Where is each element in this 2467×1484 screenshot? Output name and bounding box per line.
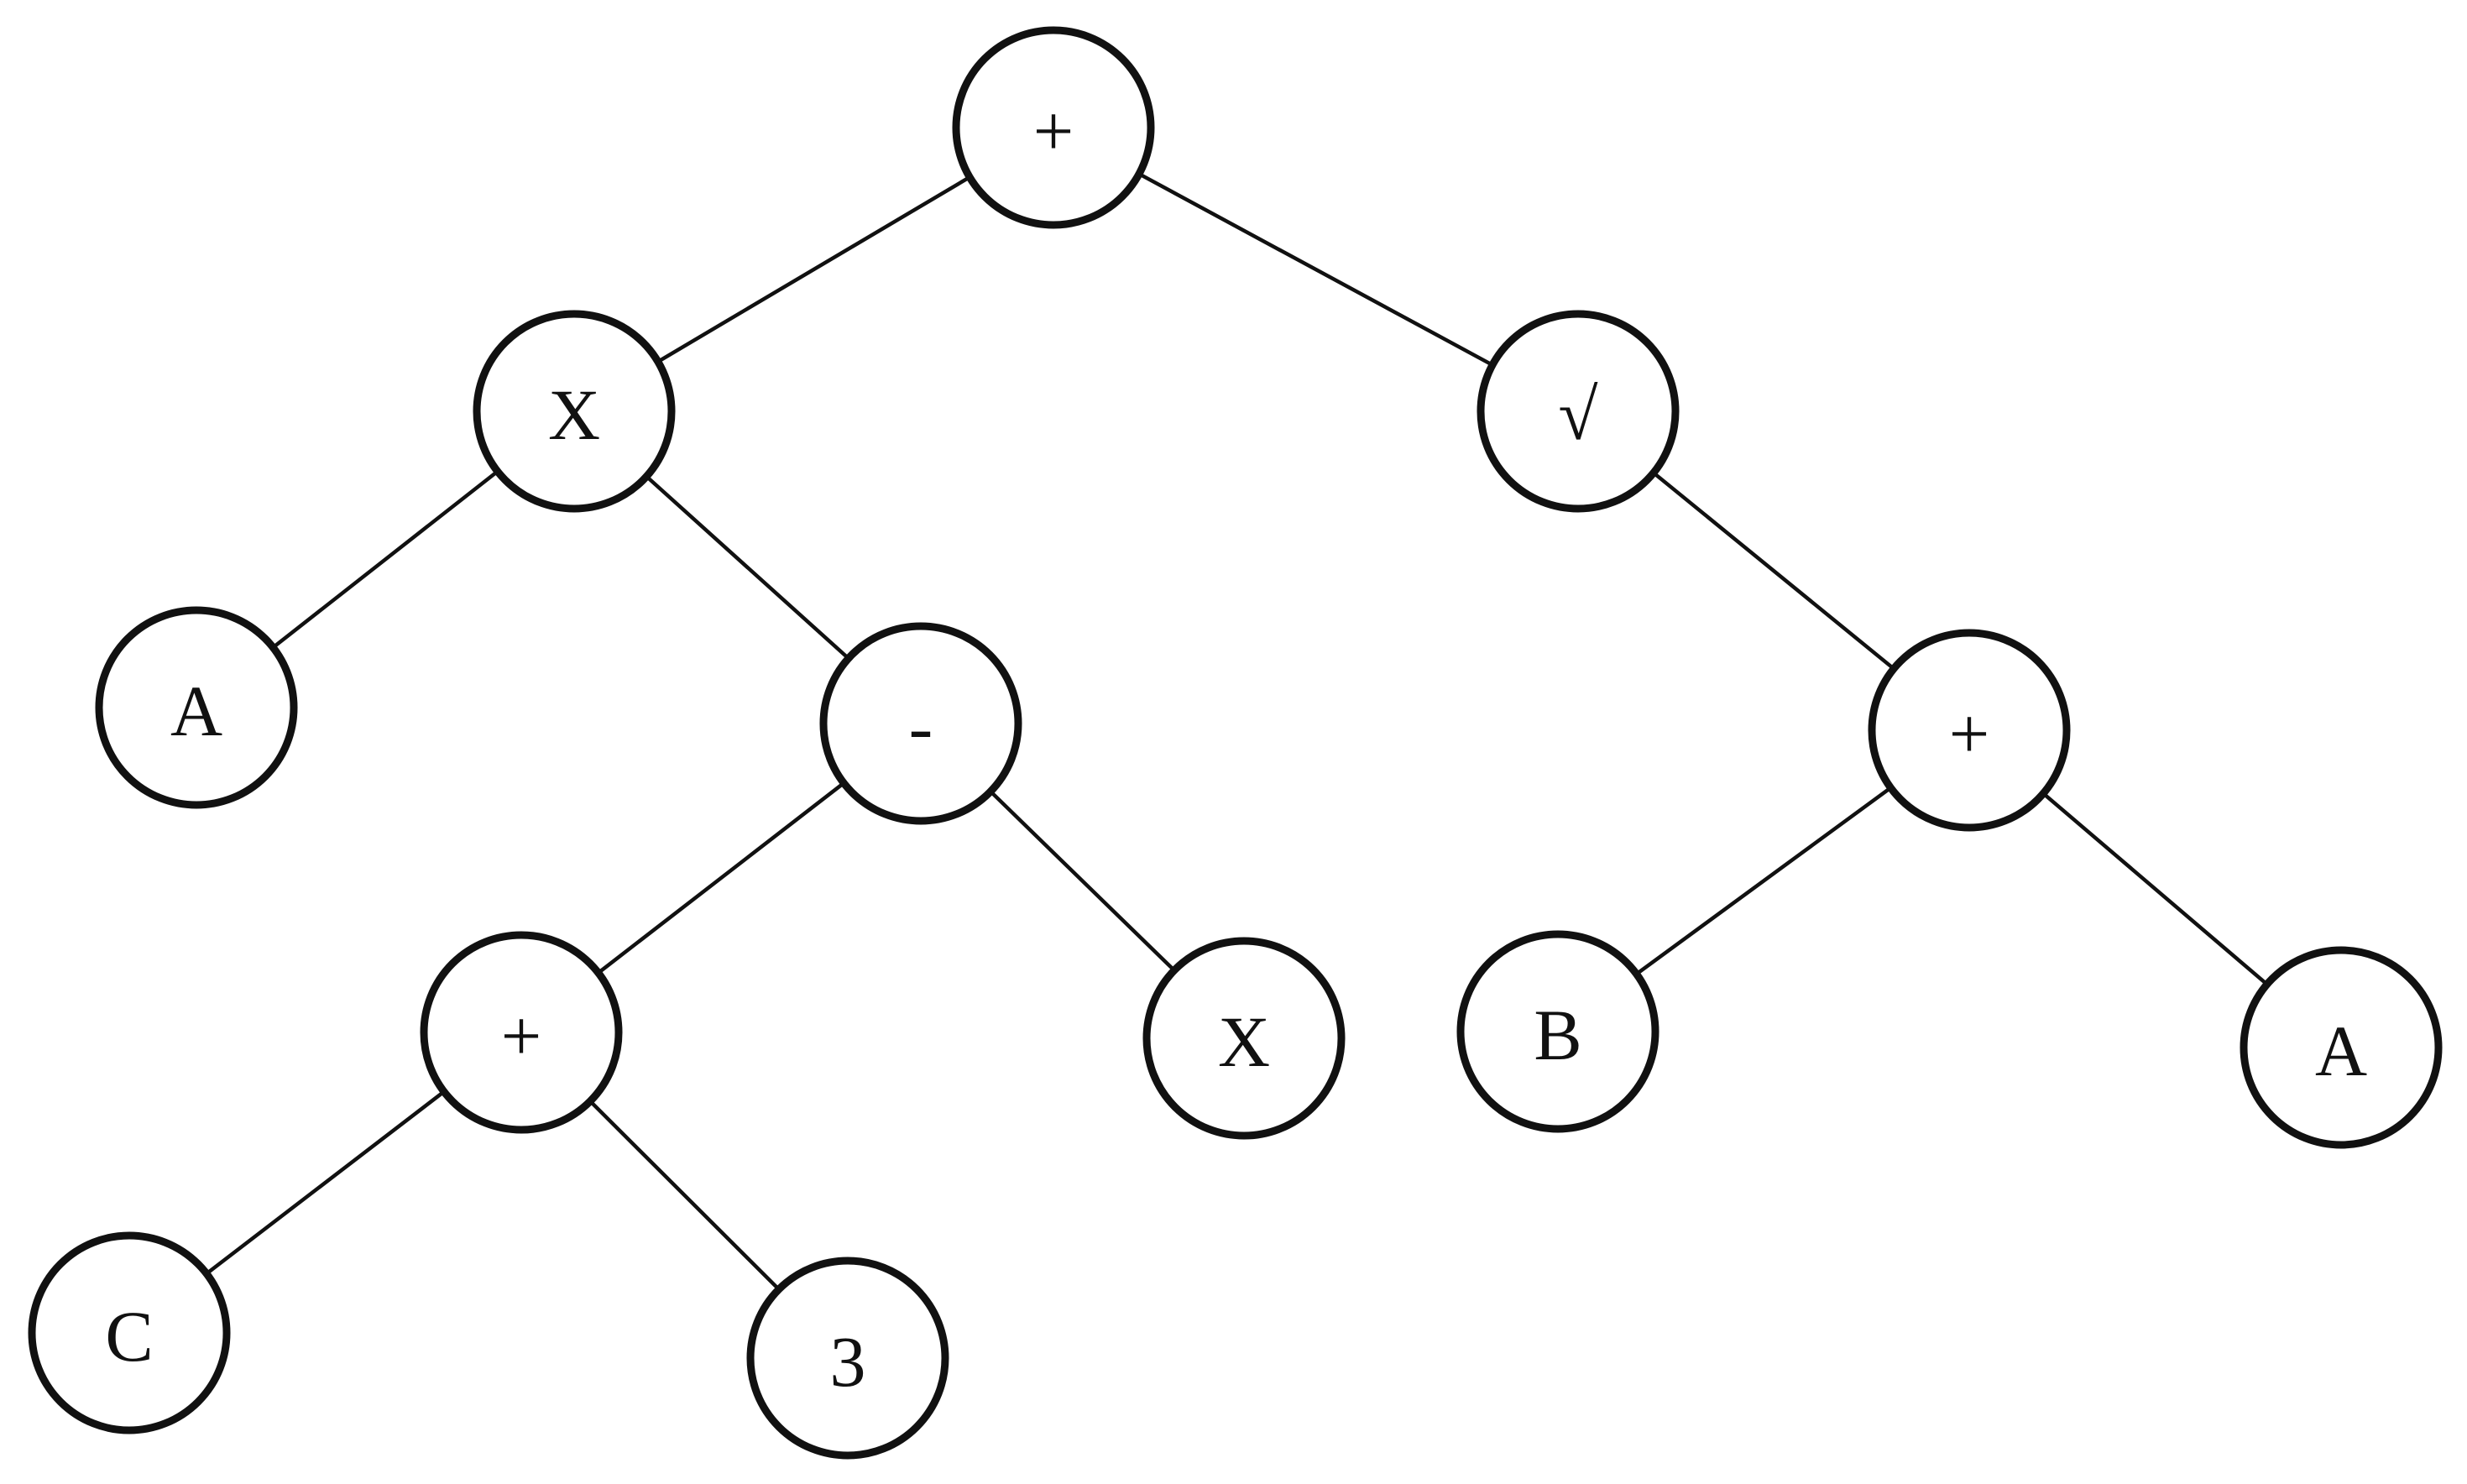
node-a-right: A [2240, 946, 2443, 1149]
edge-n5-n7 [596, 781, 846, 975]
node-times-x-circle [473, 310, 676, 513]
node-a-right-label: A [2315, 1011, 2367, 1091]
node-c-leaf-circle [28, 1231, 231, 1434]
edge-n6-n9 [1634, 786, 1893, 976]
node-times-x-label: X [548, 374, 600, 455]
node-plus-inner: + [420, 931, 623, 1134]
node-minus: - [819, 622, 1022, 825]
node-x-leaf-label: X [1218, 1001, 1270, 1082]
node-a-left: A [95, 606, 298, 809]
node-plus-right-circle [1868, 629, 2071, 832]
node-root-plus: + [952, 26, 1155, 229]
edge-n1-n2 [656, 175, 972, 364]
node-3-leaf-circle [746, 1257, 949, 1460]
edge-n2-n4 [271, 469, 499, 650]
node-a-left-circle [95, 606, 298, 809]
tree-nodes: + X √ A - + + X B A C 3 [28, 26, 2443, 1460]
node-b-leaf-label: B [1534, 995, 1581, 1075]
node-x-leaf-circle [1142, 937, 1346, 1140]
node-sqrt-circle [1477, 310, 1680, 513]
edge-n7-n11 [204, 1089, 447, 1276]
node-c-leaf: C [28, 1231, 231, 1434]
edge-n5-n8 [988, 789, 1177, 973]
tree-edges [204, 171, 2270, 1292]
node-x-leaf: X [1142, 937, 1346, 1140]
node-b-leaf-circle [1456, 930, 1659, 1133]
node-sqrt-label: √ [1558, 374, 1598, 455]
node-plus-right: + [1868, 629, 2071, 832]
edge-n6-n10 [2041, 792, 2270, 986]
node-plus-inner-label: + [501, 995, 542, 1076]
edge-n7-n12 [588, 1099, 781, 1292]
node-minus-circle [819, 622, 1022, 825]
node-minus-label: - [909, 687, 933, 767]
node-a-right-circle [2240, 946, 2443, 1149]
node-a-left-label: A [170, 671, 222, 751]
node-b-leaf: B [1456, 930, 1659, 1133]
node-3-leaf-label: 3 [830, 1321, 866, 1402]
node-3-leaf: 3 [746, 1257, 949, 1460]
node-plus-inner-circle [420, 931, 623, 1134]
edge-n1-n3 [1137, 171, 1495, 368]
node-root-plus-label: + [1033, 91, 1074, 171]
edge-n2-n5 [644, 474, 851, 661]
node-sqrt: √ [1477, 310, 1680, 513]
node-times-x: X [473, 310, 676, 513]
node-root-plus-circle [952, 26, 1155, 229]
node-plus-right-label: + [1949, 693, 1990, 774]
edge-n3-n6 [1651, 471, 1896, 671]
node-c-leaf-label: C [105, 1296, 153, 1377]
